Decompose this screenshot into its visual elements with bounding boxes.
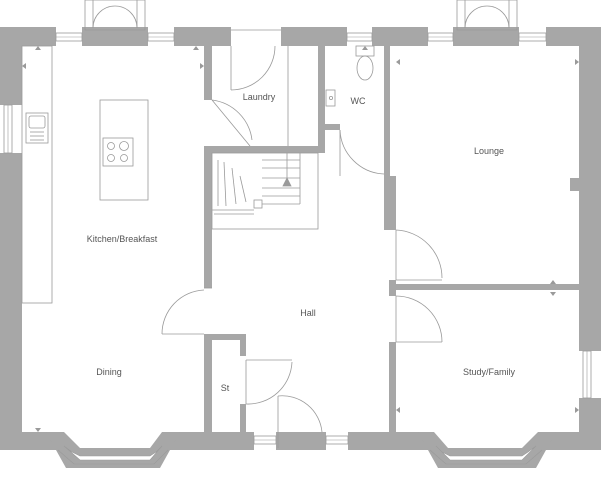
room-label-lounge: Lounge: [474, 146, 504, 156]
cooktop-burner: [107, 142, 115, 150]
room-label-hall: Hall: [300, 308, 316, 318]
arrow-marker: [550, 292, 556, 296]
sink-icon: [25, 112, 49, 144]
wall-hall-lounge-upper: [384, 176, 396, 230]
room-labels: Kitchen/Breakfast Laundry WC Lounge Hall…: [87, 92, 516, 393]
arrow-marker: [200, 63, 204, 69]
window-glazing-lines: [7, 36, 588, 441]
wall-top-centre-left: [174, 27, 231, 46]
door-swing-arc: [114, 5, 138, 29]
arrow-marker: [575, 407, 579, 413]
stair-tread: [231, 167, 237, 205]
stair-newel: [253, 199, 263, 209]
bay-window-study: [418, 432, 556, 468]
wall-store-right-low: [240, 404, 246, 432]
cooktop-icon: [102, 137, 134, 167]
stair-arrow: [282, 177, 292, 187]
wall-bottom-right: [538, 432, 601, 450]
wall-lounge-study: [396, 284, 579, 290]
internal-doors: [161, 29, 443, 448]
wall-top-mid-right: [453, 27, 519, 46]
sink-bowl: [28, 115, 46, 129]
door-swing-arc: [211, 99, 253, 141]
stair-well: [211, 152, 319, 230]
stair-tread: [239, 175, 247, 203]
wall-laundry-bottom: [204, 146, 324, 153]
wall-bottom-centre-right: [348, 432, 434, 450]
arrow-marker: [193, 46, 199, 50]
wall-kitchen-hall-upper: [204, 146, 212, 288]
arrow-marker: [396, 59, 400, 65]
wet-area-fixtures: [287, 45, 375, 146]
room-label-kitchen: Kitchen/Breakfast: [87, 234, 158, 244]
french-door-frame-kitchen: [84, 0, 146, 31]
kitchen-bench: [21, 45, 53, 304]
kitchen-fixtures: [21, 45, 149, 304]
door-swing-arc: [92, 5, 116, 29]
french-door-frame-lounge: [456, 0, 518, 31]
bay-window-dining: [46, 432, 180, 468]
french-doors: [84, 0, 518, 31]
wall-store-top: [204, 334, 246, 340]
wall-hall-lounge-mid: [389, 280, 396, 296]
wall-kitchen-laundry: [204, 46, 212, 100]
cooktop-burner: [119, 141, 129, 151]
arrow-marker: [22, 63, 26, 69]
door-swing-arc: [464, 5, 488, 29]
door-leaf: [211, 99, 251, 147]
bay-windows: [46, 432, 556, 468]
door-swing-arc: [339, 129, 385, 175]
room-label-wc: WC: [351, 96, 366, 106]
room-label-store: St: [221, 383, 230, 393]
staircase: [211, 152, 319, 230]
wall-bottom-centre: [276, 432, 326, 450]
kitchen-island: [99, 99, 149, 201]
room-label-laundry: Laundry: [243, 92, 276, 102]
bay-window-study-glass: [435, 445, 537, 461]
wall-right-upper: [579, 27, 601, 351]
door-swing-arc: [230, 45, 276, 91]
cooktop-burner: [120, 154, 128, 162]
corner-markers: [22, 46, 579, 432]
arrow-marker: [396, 407, 400, 413]
outer-walls: [0, 27, 601, 450]
wall-top-mid-left: [82, 27, 148, 46]
arrow-marker: [35, 46, 41, 50]
wall-lounge-nib: [570, 178, 579, 191]
door-swing-arc: [161, 289, 205, 335]
wall-top-centre: [281, 27, 347, 46]
wall-left-upper: [0, 27, 22, 105]
door-swing-arc: [486, 5, 510, 29]
door-swing-arc: [245, 361, 293, 405]
arrow-marker: [362, 46, 368, 50]
room-label-dining: Dining: [96, 367, 122, 377]
bay-window-dining-glazing: [57, 449, 169, 465]
stair-tread: [223, 161, 227, 207]
bay-window-dining-glass: [63, 445, 163, 461]
wall-wc-right: [384, 46, 390, 176]
door-swing-arc: [277, 395, 323, 433]
door-swing-arc: [395, 229, 443, 279]
wall-laundry-wc: [318, 46, 325, 153]
toilet-bowl: [356, 55, 374, 81]
wall-left-lower: [0, 153, 22, 450]
wall-bottom-left: [0, 432, 64, 450]
door-swing-arc: [395, 295, 443, 343]
wall-wc-bottom: [318, 124, 340, 130]
wall-hall-study-lower: [389, 342, 396, 432]
arrow-marker: [575, 59, 579, 65]
wall-bottom-centre-left: [162, 432, 254, 450]
arrow-marker: [35, 428, 41, 432]
basin-icon: [325, 89, 336, 107]
wall-store-right: [240, 340, 246, 356]
basin-tap: [328, 96, 333, 101]
arrow-marker: [550, 280, 556, 284]
bay-window-study-glazing: [429, 449, 543, 465]
cooktop-burner: [107, 154, 115, 162]
wall-dining-hall: [204, 334, 212, 432]
room-label-study: Study/Family: [463, 367, 516, 377]
internal-walls: [204, 46, 579, 432]
wall-top-centre-right: [372, 27, 428, 46]
